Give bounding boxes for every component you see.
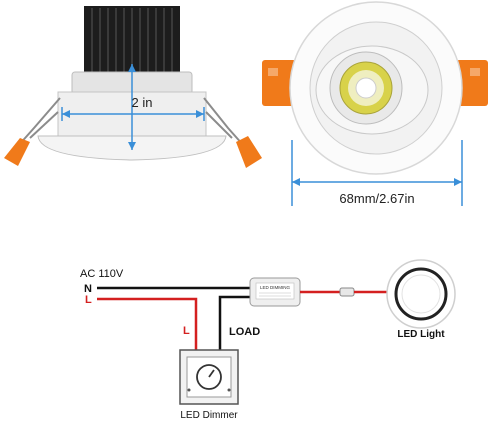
left-clip	[4, 138, 30, 166]
dimension-2in-label: 2 in	[132, 95, 153, 110]
load-label: LOAD	[229, 326, 260, 338]
led-driver-module: LED DIMMING	[249, 277, 301, 307]
live-wire	[97, 297, 198, 350]
dimension-68mm-label: 68mm/2.67in	[339, 191, 414, 206]
arrow-left	[62, 110, 70, 118]
arrow-down	[128, 142, 136, 150]
ac-source-label: AC 110V	[80, 268, 124, 280]
neutral-label: N	[84, 283, 92, 295]
right-clip	[236, 136, 262, 168]
led-dimmer-label: LED Dimmer	[180, 410, 238, 421]
front-right-clip	[456, 60, 488, 106]
side-view: 2 in	[4, 6, 262, 168]
dimmer-wire-label: L	[183, 325, 190, 337]
dimension-68mm	[291, 140, 463, 206]
arrow-68-right	[454, 178, 462, 186]
load-wire	[218, 295, 256, 350]
arrow-up	[128, 64, 136, 72]
connector	[339, 287, 355, 297]
led-dimmer-icon	[179, 349, 239, 405]
module-text: LED DIMMING	[260, 285, 291, 290]
front-view: 68mm/2.67in	[262, 1, 488, 206]
arrow-right	[196, 110, 204, 118]
front-left-clip	[262, 60, 296, 106]
led-chip	[355, 77, 377, 99]
wiring-diagram: AC 110V N L L LOAD LED DIMMING LED Light	[80, 259, 456, 421]
led-light-label: LED Light	[397, 329, 445, 340]
heatsink	[84, 6, 180, 84]
live-label: L	[85, 294, 92, 306]
led-light-icon	[386, 259, 456, 329]
arrow-68-left	[292, 178, 300, 186]
